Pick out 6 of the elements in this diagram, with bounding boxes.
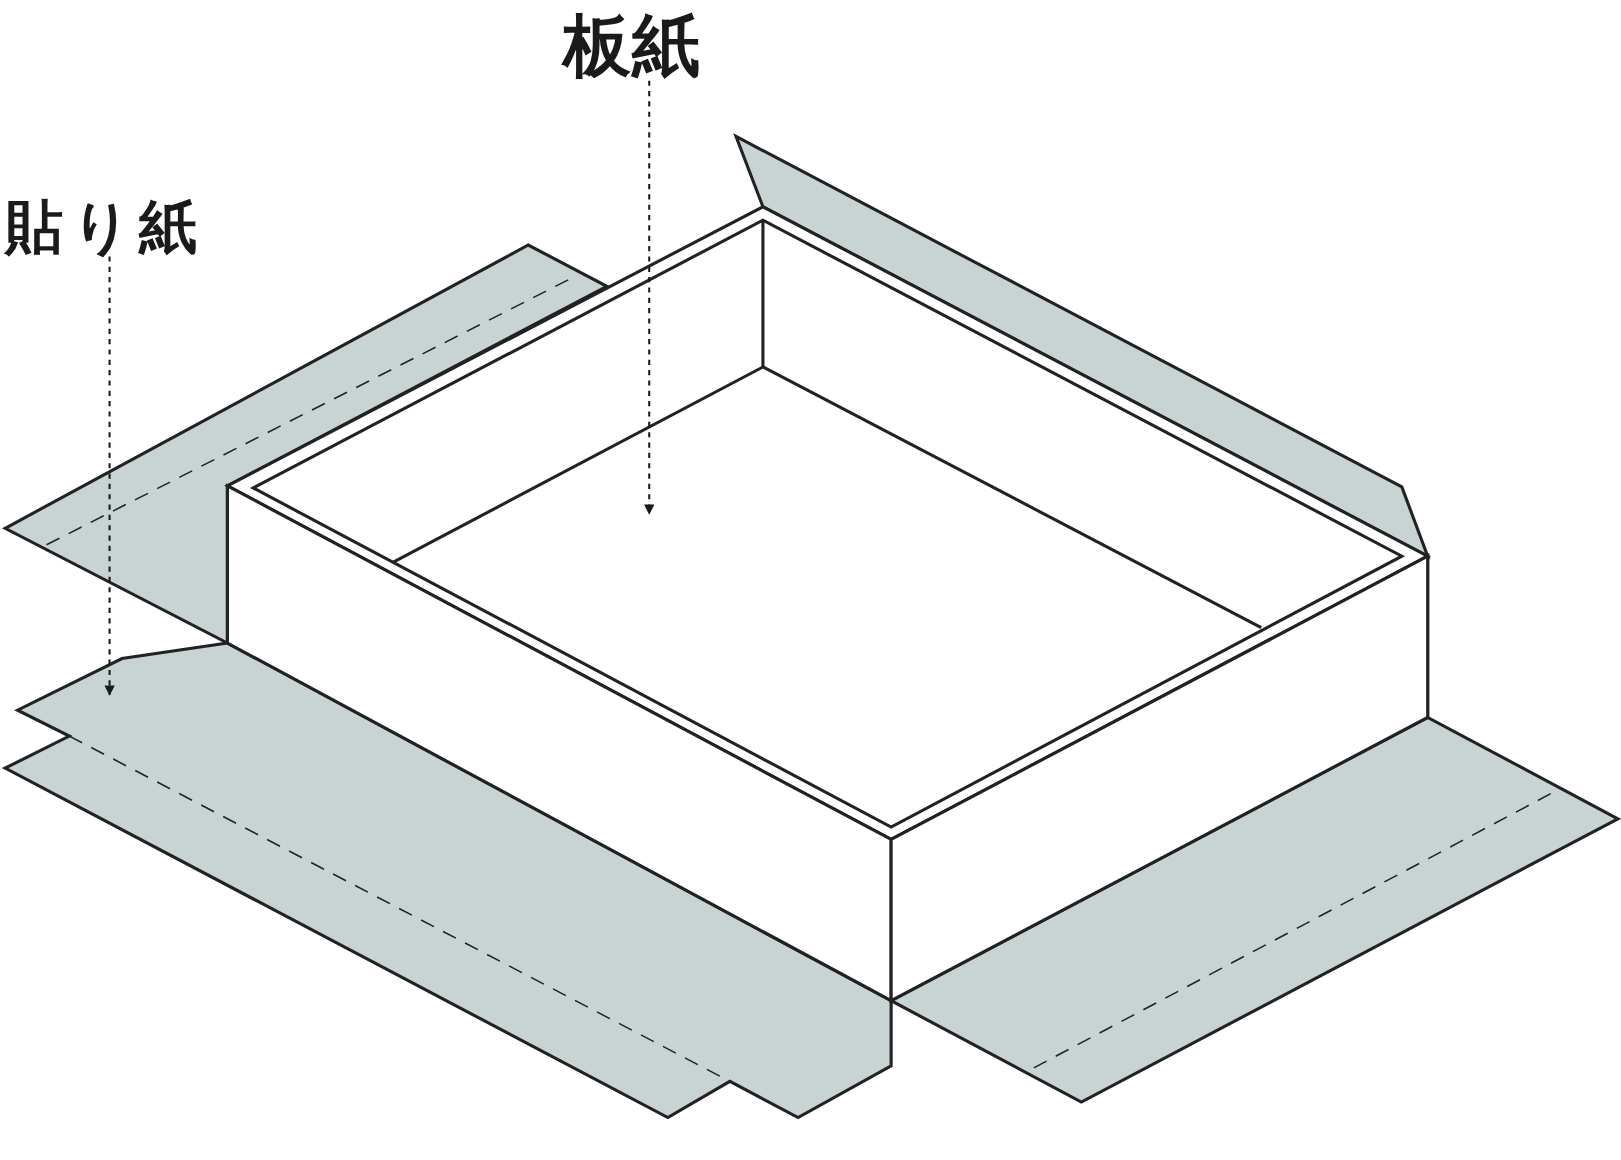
leader-arrow — [644, 80, 655, 515]
wrapping-paper-drawing — [1, 133, 1621, 1120]
box-drawing — [224, 205, 1431, 1004]
part-label: 板紙 — [563, 12, 700, 81]
part-label: 貼り紙 — [5, 198, 206, 257]
leader-arrow — [104, 256, 115, 696]
